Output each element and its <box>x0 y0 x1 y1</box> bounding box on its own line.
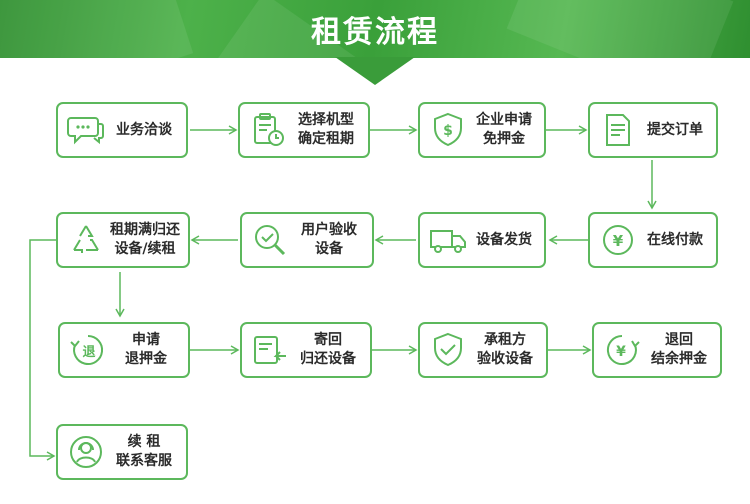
step-ship-label: 设备发货 <box>476 231 532 248</box>
svg-text:¥: ¥ <box>613 232 624 250</box>
step-renew-label: 续 租 联系客服 <box>116 434 172 469</box>
magnifier-check-icon <box>255 225 286 256</box>
yen-refresh-icon: ¥ <box>606 334 640 365</box>
step-order-label: 提交订单 <box>647 121 703 138</box>
step-accept-label: 用户验收 设备 <box>301 222 357 257</box>
svg-text:退: 退 <box>82 345 95 360</box>
clipboard-clock-icon <box>254 113 284 146</box>
document-icon <box>606 114 630 146</box>
return-form-icon <box>254 336 286 364</box>
step-inspect-label: 承租方 验收设备 <box>477 332 533 367</box>
step-apply-deposit-label: 企业申请 免押金 <box>476 112 532 147</box>
step-return-label: 寄回 归还设备 <box>300 332 356 367</box>
page-title: 租赁流程 <box>311 15 439 50</box>
arrow-expire-renew <box>29 239 58 461</box>
step-pay-label: 在线付款 <box>647 231 703 248</box>
step-apply-deposit[interactable]: $ 企业申请 免押金 <box>418 102 546 158</box>
shield-check-icon <box>434 332 462 367</box>
customer-service-icon <box>70 436 102 468</box>
step-expire-label: 租期满归还 设备/续租 <box>110 222 180 257</box>
step-consult[interactable]: 业务洽谈 <box>56 102 188 158</box>
step-consult-label: 业务洽谈 <box>116 121 172 138</box>
step-choose[interactable]: 选择机型 确定租期 <box>238 102 370 158</box>
step-refund-apply-label: 申请 退押金 <box>125 332 167 367</box>
step-refund-apply[interactable]: 退 申请 退押金 <box>58 322 190 378</box>
banner-pointer <box>335 57 415 85</box>
step-order[interactable]: 提交订单 <box>588 102 718 158</box>
truck-icon <box>430 230 466 253</box>
step-inspect[interactable]: 承租方 验收设备 <box>418 322 548 378</box>
svg-text:$: $ <box>443 123 453 139</box>
recycle-icon <box>73 225 99 253</box>
step-return[interactable]: 寄回 归还设备 <box>240 322 372 378</box>
step-choose-label: 选择机型 确定租期 <box>298 112 354 147</box>
step-renew[interactable]: 续 租 联系客服 <box>56 424 188 480</box>
svg-text:¥: ¥ <box>616 344 626 360</box>
step-expire[interactable]: 租期满归还 设备/续租 <box>56 212 190 268</box>
step-ship[interactable]: 设备发货 <box>418 212 546 268</box>
refund-circle-icon: 退 <box>70 334 104 365</box>
chat-bubble-icon <box>67 117 104 145</box>
header-banner <box>0 0 750 58</box>
step-settle-label: 退回 结余押金 <box>651 332 707 367</box>
shield-dollar-icon: $ <box>434 112 462 147</box>
step-settle[interactable]: ¥ 退回 结余押金 <box>592 322 722 378</box>
step-accept[interactable]: 用户验收 设备 <box>240 212 374 268</box>
yen-coin-icon: ¥ <box>603 225 633 255</box>
step-pay[interactable]: ¥ 在线付款 <box>588 212 718 268</box>
